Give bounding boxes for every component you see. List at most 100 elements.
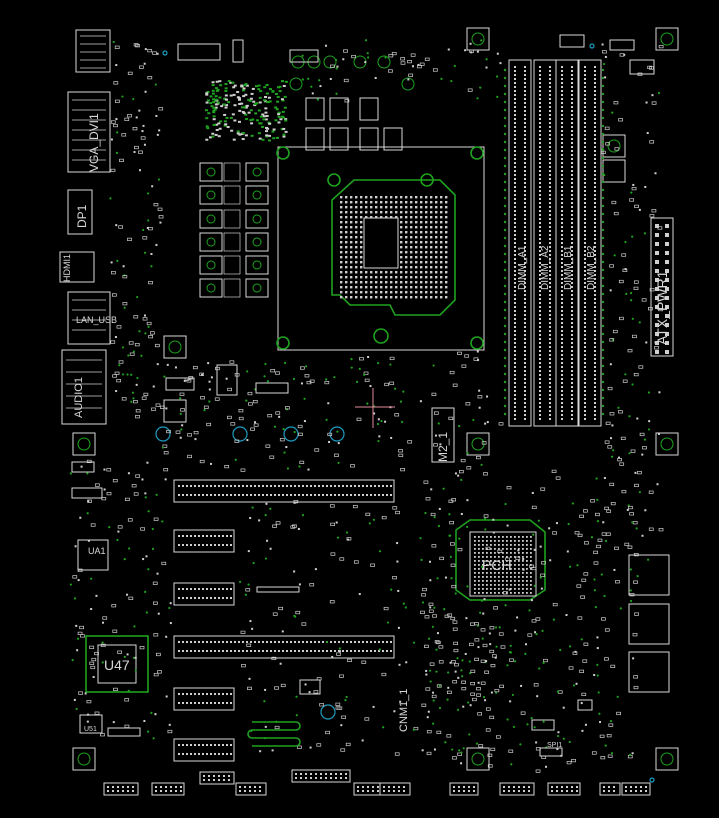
pch-ball	[474, 536, 476, 538]
smd-part	[214, 98, 218, 101]
pch-ball	[522, 560, 524, 562]
dimm-pin	[539, 158, 541, 160]
pch-ball	[510, 576, 512, 578]
pcie-pin	[218, 494, 220, 496]
header-pin	[458, 786, 460, 788]
dimm-pin	[594, 90, 596, 92]
header-pin	[117, 786, 119, 788]
capacitor	[383, 127, 403, 151]
vrm-choke	[199, 232, 223, 252]
dimm-pin	[514, 126, 516, 128]
smd-resistor	[555, 476, 561, 480]
dimm-pin	[571, 310, 573, 312]
pcie-pin	[322, 494, 324, 496]
cpu-pin	[350, 276, 353, 279]
via	[504, 502, 507, 506]
dimm-pin	[524, 322, 526, 324]
smd-part	[212, 123, 216, 126]
via	[461, 675, 464, 678]
dimm-pin	[539, 190, 541, 192]
header-pin	[259, 790, 261, 792]
dimm-pin	[514, 246, 516, 248]
pcie-pin	[178, 702, 180, 704]
smd-part	[278, 90, 282, 93]
header-connector	[449, 782, 479, 796]
dimm-pin	[571, 338, 573, 340]
pcie-pin	[194, 641, 196, 643]
pcie-pin	[202, 597, 204, 599]
pch-ball	[486, 548, 488, 550]
smd-part	[240, 84, 244, 87]
pch-ball	[486, 584, 488, 586]
via	[503, 404, 507, 408]
via	[440, 77, 443, 80]
cpu-pin	[360, 221, 363, 224]
dimm-pin	[524, 138, 526, 140]
smd-resistor	[153, 601, 158, 605]
via	[152, 737, 155, 740]
cpu-pin	[440, 261, 443, 264]
smd-pad	[102, 621, 105, 624]
via	[458, 749, 461, 752]
cpu-pin	[415, 291, 418, 294]
via	[604, 744, 607, 747]
vrm-choke	[245, 232, 269, 252]
cpu-pin	[400, 206, 403, 209]
via	[246, 370, 249, 373]
cpu-pin	[395, 286, 398, 289]
pcie-pin	[206, 597, 208, 599]
dimm-pin	[514, 314, 516, 316]
smd-resistor	[146, 321, 152, 326]
smd-resistor	[100, 733, 105, 737]
cpu-pin	[410, 201, 413, 204]
dimm-pin	[549, 266, 551, 268]
pcie-pin	[278, 485, 280, 487]
dimm-pin	[539, 162, 541, 164]
smd-resistor	[597, 538, 603, 542]
cpu-pin	[430, 246, 433, 249]
dimm-pin	[584, 398, 586, 400]
pcie-pin	[386, 494, 388, 496]
dimm-pin	[514, 250, 516, 252]
dimm-pin	[594, 98, 596, 100]
header-pin	[254, 790, 256, 792]
cpu-pin	[435, 261, 438, 264]
dimm-pin	[561, 118, 563, 120]
smd-part	[233, 84, 237, 87]
cpu-pin	[420, 246, 423, 249]
cpu-pin	[435, 216, 438, 219]
smd-resistor	[468, 642, 474, 647]
smd-part	[209, 95, 213, 98]
via	[147, 568, 150, 571]
header-pin	[551, 790, 553, 792]
via	[460, 751, 463, 754]
pcie-pin	[178, 597, 180, 599]
pch-ball	[518, 540, 520, 542]
dimm-pin	[549, 118, 551, 120]
dimm-pin	[524, 246, 526, 248]
dimm-pin	[514, 302, 516, 304]
cpu-pin	[400, 281, 403, 284]
pch-ball	[494, 568, 496, 570]
dimm-pin	[584, 186, 586, 188]
dimm-pin	[571, 398, 573, 400]
smd-resistor	[637, 471, 642, 475]
pcie-pin	[190, 744, 192, 746]
via	[301, 514, 305, 517]
vrm-choke	[245, 255, 269, 275]
smd-part	[268, 122, 272, 125]
smd-resistor	[453, 648, 459, 653]
header-pin	[630, 790, 632, 792]
via	[298, 465, 301, 468]
smd-part	[214, 106, 218, 109]
pch-ball	[486, 552, 488, 554]
dimm-pin	[584, 318, 586, 320]
smd-pad	[174, 366, 177, 369]
cpu-pin	[345, 201, 348, 204]
dimm-pin	[549, 406, 551, 408]
via	[631, 235, 634, 238]
header-pin	[508, 790, 510, 792]
cpu-pin	[405, 211, 408, 214]
pch-ball	[506, 564, 508, 566]
smd-resistor	[339, 557, 345, 561]
